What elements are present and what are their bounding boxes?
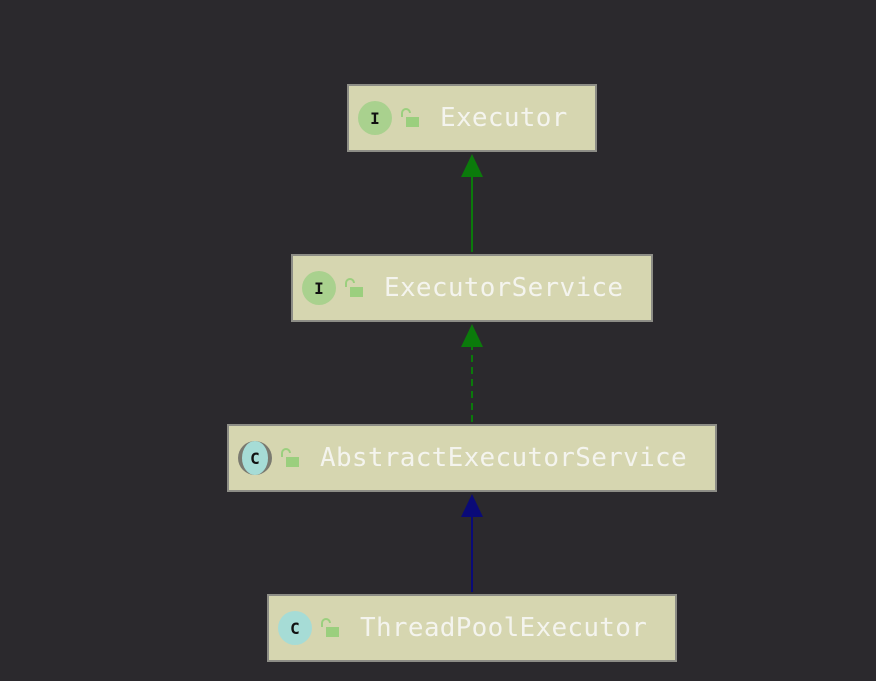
public-unlocked-icon xyxy=(281,448,299,467)
public-unlocked-icon xyxy=(401,108,419,127)
node-thread-pool-executor[interactable]: C ThreadPoolExecutor xyxy=(267,594,677,662)
node-executor-service[interactable]: I ExecutorService xyxy=(291,254,653,322)
class-icon: C xyxy=(278,611,312,645)
edge-arrowhead-executorservice xyxy=(461,324,483,347)
node-label: ThreadPoolExecutor xyxy=(360,613,648,643)
badge-letter: C xyxy=(290,618,300,638)
public-unlocked-icon xyxy=(345,278,363,297)
node-abstract-executor-service[interactable]: C AbstractExecutorService xyxy=(227,424,717,492)
badge-letter: I xyxy=(370,108,380,128)
node-label: Executor xyxy=(440,103,568,133)
node-label: ExecutorService xyxy=(384,273,624,303)
edge-arrowhead-abstractexecutorservice xyxy=(461,494,483,517)
abstract-class-icon: C xyxy=(238,441,272,475)
node-label: AbstractExecutorService xyxy=(320,443,687,473)
interface-icon: I xyxy=(302,271,336,305)
badge-letter: C xyxy=(250,448,260,468)
node-executor[interactable]: I Executor xyxy=(347,84,597,152)
badge-letter: I xyxy=(314,278,324,298)
interface-icon: I xyxy=(358,101,392,135)
edge-arrowhead-executor xyxy=(461,154,483,177)
public-unlocked-icon xyxy=(321,618,339,637)
